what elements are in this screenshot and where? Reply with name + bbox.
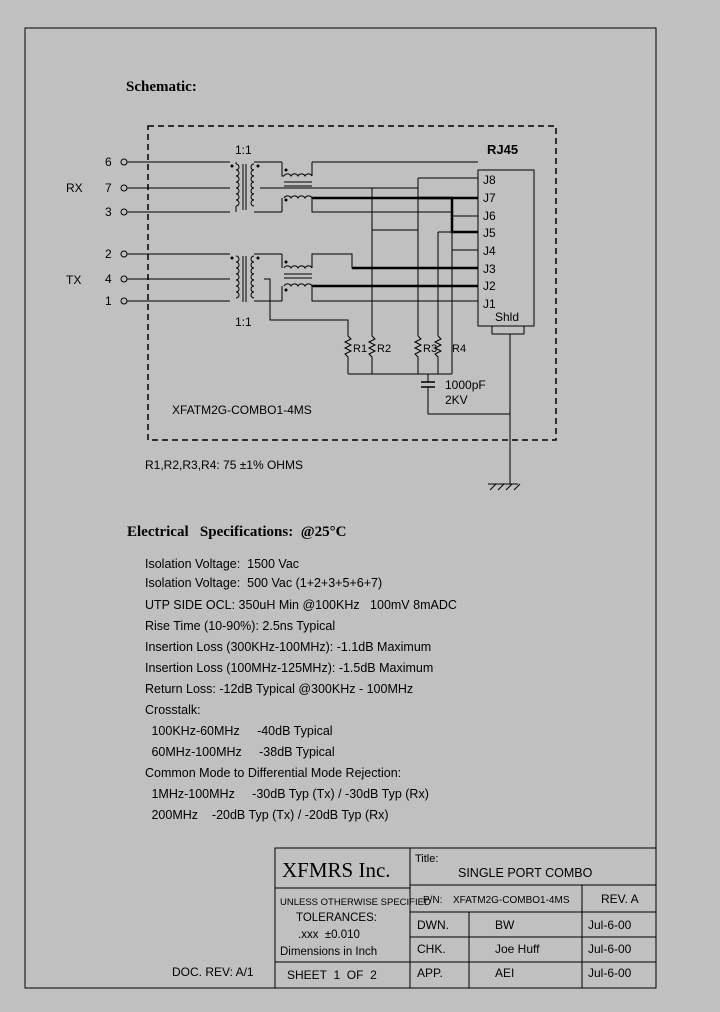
cap-value-label: 1000pF <box>445 378 486 392</box>
resistor-note: R1,R2,R3,R4: 75 ±1% OHMS <box>145 458 303 472</box>
jack-label: J4 <box>483 244 496 258</box>
jack-label: J1 <box>483 297 496 311</box>
tx-choke-bottom <box>283 283 313 288</box>
tx-label: TX <box>66 273 82 287</box>
spec-line: 1MHz-100MHz -30dB Typ (Tx) / -30dB Typ (… <box>148 787 429 801</box>
spec-line: Insertion Loss (100MHz-125MHz): -1.5dB M… <box>145 661 434 675</box>
tx-pin-label: 4 <box>105 272 112 286</box>
part-number: XFATM2G-COMBO1-4MS <box>453 895 570 906</box>
r1-symbol <box>343 335 353 374</box>
row-label: APP. <box>417 966 443 980</box>
r4-symbol <box>433 335 443 374</box>
row-date: Jul-6-00 <box>588 918 632 932</box>
spec-line: 60MHz-100MHz -38dB Typical <box>148 745 335 759</box>
row-name: Joe Huff <box>495 942 540 956</box>
spec-line: 100KHz-60MHz -40dB Typical <box>148 724 333 738</box>
row-date: Jul-6-00 <box>588 966 632 980</box>
tx-secondary-coil <box>250 255 255 299</box>
sheet-number: SHEET 1 OF 2 <box>287 968 377 982</box>
rx-choke-bottom <box>283 195 313 200</box>
row-date: Jul-6-00 <box>588 942 632 956</box>
schematic-heading: Schematic: <box>126 79 197 95</box>
jack-label: J3 <box>483 262 496 276</box>
shield-label: Shld <box>495 310 520 324</box>
spec-line: Insertion Loss (300KHz-100MHz): -1.1dB M… <box>145 640 432 654</box>
r3-symbol <box>413 335 423 374</box>
jack-label: J5 <box>483 226 496 240</box>
spec-line: Rise Time (10-90%): 2.5ns Typical <box>145 619 336 633</box>
spec-line: Return Loss: -12dB Typical @300KHz - 100… <box>145 682 414 696</box>
resistor-label: R1 <box>353 343 368 355</box>
pn-label: P/N: <box>423 895 443 906</box>
tx-primary-coil <box>235 255 240 299</box>
spec-line: Common Mode to Differential Mode Rejecti… <box>145 766 402 780</box>
tx-choke-top <box>283 265 313 270</box>
jack-label: J6 <box>483 209 496 223</box>
rx-primary-coil <box>235 163 240 207</box>
electrical-heading: Electrical Specifications: @25°C <box>127 524 347 540</box>
ratio-top-label: 1:1 <box>235 143 252 157</box>
spec-line: 200MHz -20dB Typ (Tx) / -20dB Typ (Rx) <box>148 808 389 822</box>
rx-pin-label: 6 <box>105 155 112 169</box>
jack-label: J8 <box>483 173 496 187</box>
spec-line: UTP SIDE OCL: 350uH Min @100KHz 100mV 8m… <box>145 598 457 612</box>
unless-note: UNLESS OTHERWISE SPECIFIED <box>280 897 431 908</box>
row-label: DWN. <box>417 918 449 932</box>
doc-revision: DOC. REV: A/1 <box>172 965 254 979</box>
company-name: XFMRS Inc. <box>282 858 391 882</box>
rx-secondary-coil <box>250 163 255 207</box>
spec-line: Isolation Voltage: 500 Vac (1+2+3+5+6+7) <box>145 576 383 590</box>
cap-voltage-label: 2KV <box>445 393 468 407</box>
spec-line: Isolation Voltage: 1500 Vac <box>145 557 300 571</box>
shield-tab <box>491 325 525 335</box>
resistor-label: R3 <box>423 343 438 355</box>
rx-pin-label: 3 <box>105 205 112 219</box>
drawing-title: SINGLE PORT COMBO <box>458 866 593 880</box>
spec-line: Crosstalk: <box>145 703 201 717</box>
rx-choke-top <box>283 173 313 178</box>
row-name: BW <box>495 918 515 932</box>
jack-label: J7 <box>483 191 496 205</box>
resistor-label: R4 <box>452 343 467 355</box>
tx-pin-label: 1 <box>105 294 112 308</box>
sheet-border <box>24 27 657 989</box>
jack-label: J2 <box>483 279 496 293</box>
rj45-label: RJ45 <box>487 142 519 157</box>
tx-pin-label: 2 <box>105 247 112 261</box>
rx-pin-label: 7 <box>105 181 112 195</box>
dimensions-note: Dimensions in Inch <box>280 946 378 958</box>
r2-symbol <box>367 335 377 374</box>
rx-label: RX <box>66 181 83 195</box>
title-label: Title: <box>415 853 439 865</box>
row-name: AEI <box>495 966 515 980</box>
ratio-bottom-label: 1:1 <box>235 315 252 329</box>
tolerance-value: .xxx ±0.010 <box>298 929 360 941</box>
tolerances-label: TOLERANCES: <box>296 912 377 924</box>
row-label: CHK. <box>417 942 446 956</box>
module-part-name: XFATM2G-COMBO1-4MS <box>172 403 312 417</box>
module-outline <box>147 125 557 441</box>
resistor-label: R2 <box>377 343 392 355</box>
title-block <box>274 847 657 989</box>
revision: REV. A <box>601 892 639 906</box>
